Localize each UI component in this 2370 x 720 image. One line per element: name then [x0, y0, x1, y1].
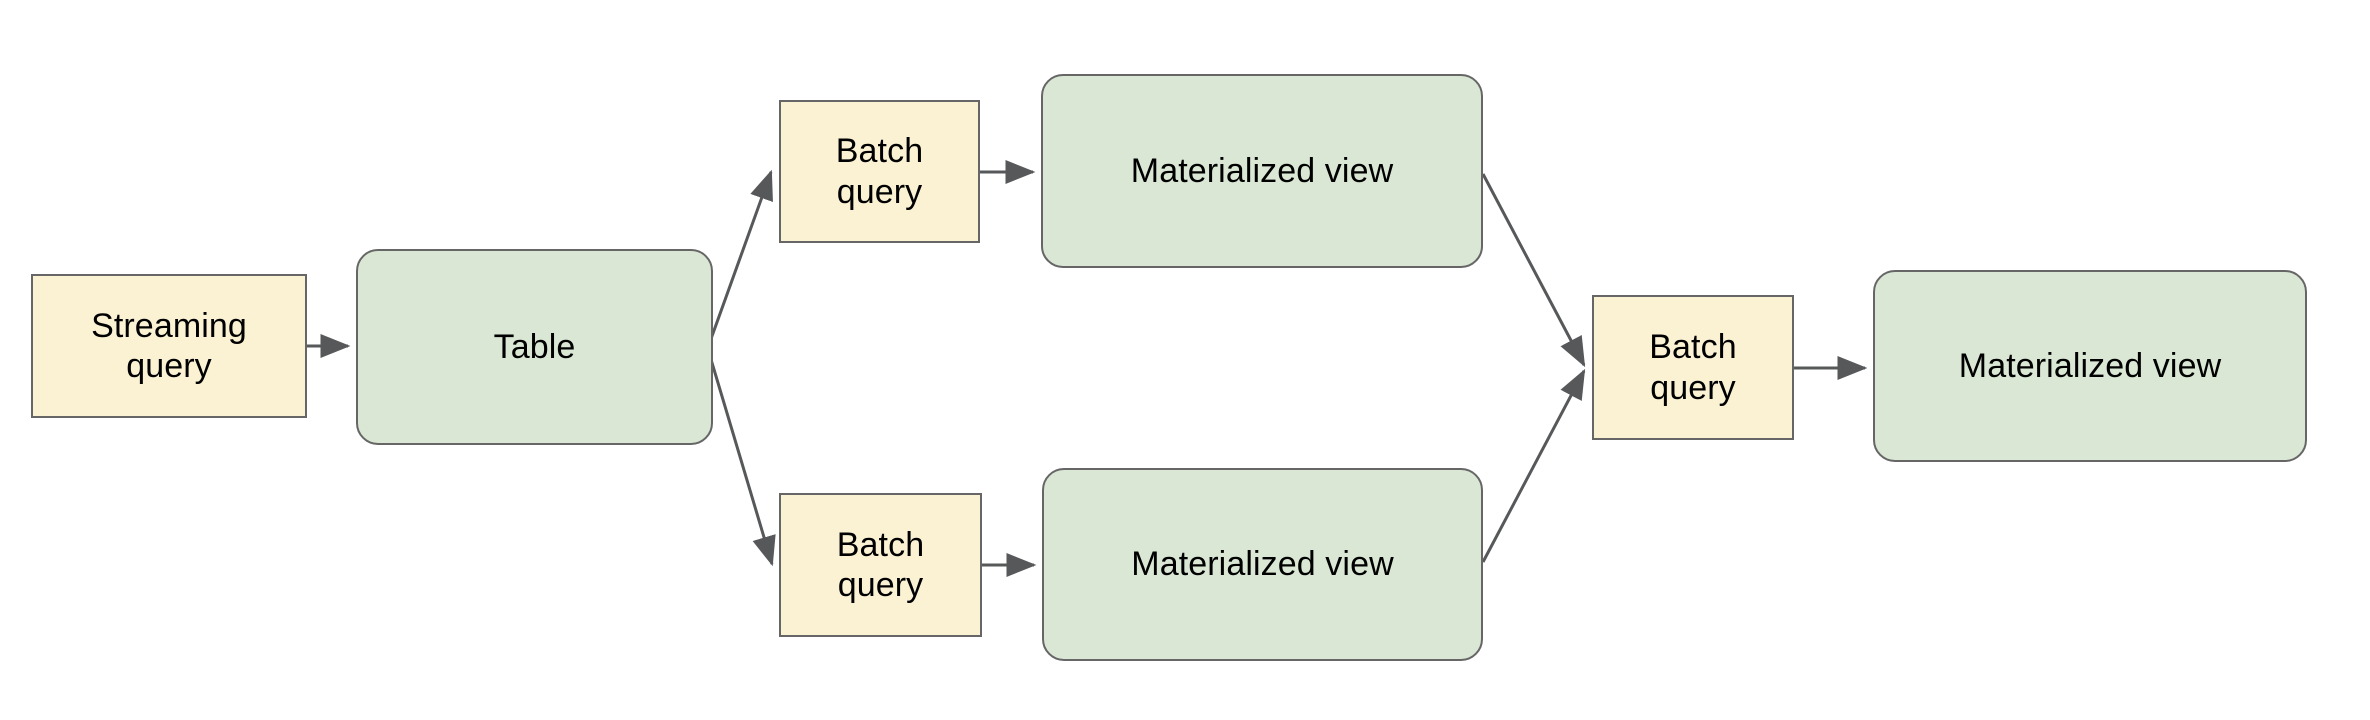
edge-table-to-batch-top[interactable]: [705, 169, 773, 351]
node-label-batch-query-middle: Batch query: [1649, 328, 1737, 407]
node-streaming-query[interactable]: Streaming query: [31, 274, 307, 418]
node-table[interactable]: Table: [356, 249, 713, 445]
node-materialized-view-bottom[interactable]: Materialized view: [1042, 468, 1483, 661]
node-batch-query-middle[interactable]: Batch query: [1592, 295, 1794, 440]
edge-table-to-batch-bottom[interactable]: [705, 345, 776, 567]
node-label-materialized-view-bottom: Materialized view: [1131, 545, 1394, 584]
node-label-materialized-view-top: Materialized view: [1130, 151, 1394, 190]
edge-mv-top-to-batch-middle[interactable]: [1481, 173, 1586, 368]
node-label-table: Table: [493, 327, 576, 366]
node-materialized-view-right[interactable]: Materialized view: [1873, 270, 2307, 462]
node-materialized-view-top[interactable]: Materialized view: [1041, 74, 1483, 268]
node-label-streaming-query: Streaming query: [91, 306, 247, 385]
edge-mv-bottom-to-batch-middle[interactable]: [1481, 368, 1586, 563]
node-label-materialized-view-right: Materialized view: [1958, 346, 2222, 385]
node-batch-query-bottom[interactable]: Batch query: [779, 493, 982, 637]
node-batch-query-top[interactable]: Batch query: [779, 100, 980, 243]
node-label-batch-query-bottom: Batch query: [836, 525, 925, 604]
node-label-batch-query-top: Batch query: [835, 132, 924, 211]
